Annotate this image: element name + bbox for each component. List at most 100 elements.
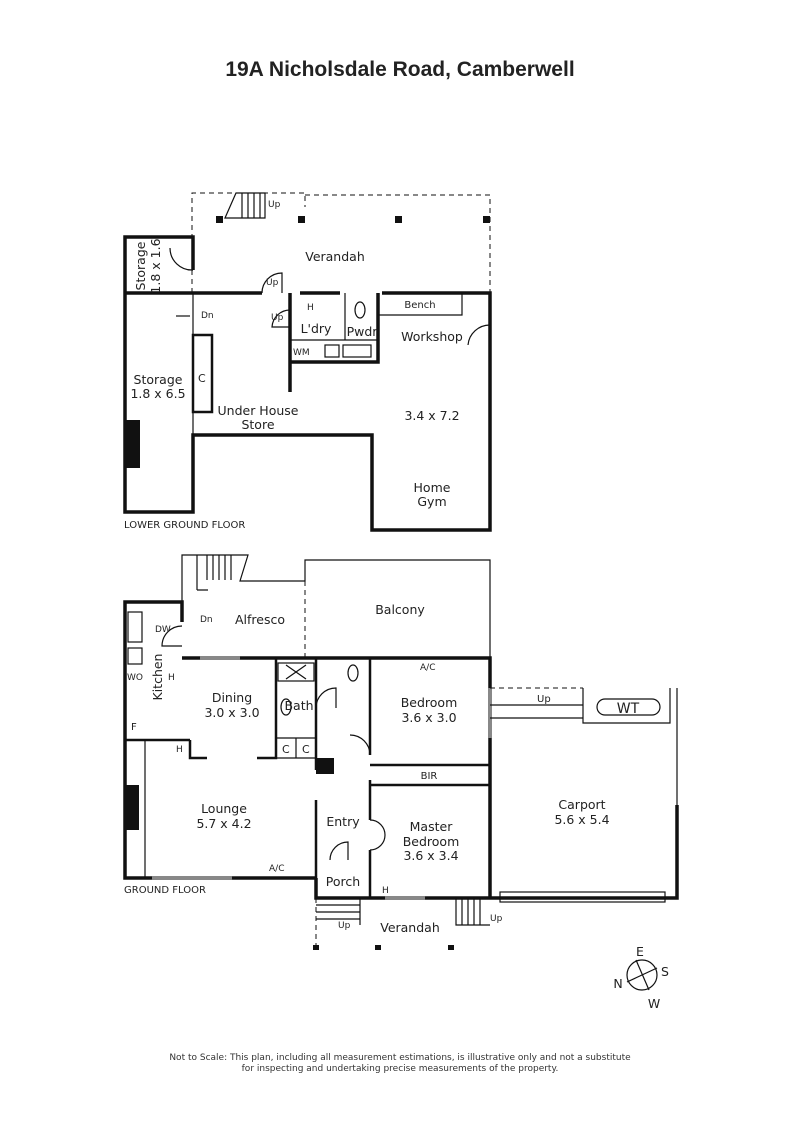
stairs-front [316, 898, 490, 926]
sink-icon [342, 344, 372, 358]
label-heater: H [307, 303, 314, 313]
door-swing [349, 734, 371, 756]
room-workshop: Workshop [401, 329, 463, 344]
lower-walls [123, 235, 492, 532]
bench: Bench [404, 300, 435, 311]
room-storage: Storage [134, 372, 183, 387]
room-storage-small: Storage [133, 241, 148, 290]
room-home-gym-2: Gym [417, 494, 446, 509]
lower-ground-floor: Verandah Storage 1.8 x 1.6 Storage 1.8 x… [123, 192, 492, 532]
door-swing [271, 309, 291, 328]
toilet-icon [347, 664, 359, 682]
room-balcony: Balcony [375, 602, 425, 617]
room-master-dims: 3.6 x 3.4 [403, 848, 458, 863]
compass-w: W [648, 996, 660, 1011]
room-bedroom: Bedroom [401, 695, 458, 710]
door-swing [329, 841, 349, 861]
label-dw: DW [155, 625, 171, 635]
label-fridge: F [131, 722, 137, 733]
room-lounge-dims: 5.7 x 4.2 [196, 816, 251, 831]
label-up: Up [266, 278, 279, 288]
room-carport-dims: 5.6 x 5.4 [554, 812, 609, 827]
post [216, 216, 223, 223]
room-porch: Porch [326, 874, 360, 889]
room-carport: Carport [558, 797, 605, 812]
room-master-bedroom: Master [410, 819, 454, 834]
label-heater: H [176, 745, 183, 755]
room-powder: Pwdr [347, 324, 379, 339]
cooktop-icon [127, 647, 143, 665]
post [448, 945, 454, 950]
stairs-ground [196, 555, 232, 591]
compass-icon: E N S W [613, 944, 669, 1011]
bathtub-icon [277, 662, 315, 682]
post [483, 216, 490, 223]
basin-icon [280, 698, 292, 716]
post [395, 216, 402, 223]
post [313, 945, 319, 950]
verandah-outline [191, 192, 491, 293]
compass-e: E [636, 944, 644, 959]
label-ac: A/C [420, 663, 435, 673]
room-dining-dims: 3.0 x 3.0 [204, 705, 259, 720]
door-swing [169, 247, 194, 271]
label-heater: H [382, 886, 389, 896]
alfresco-balcony-outline [181, 554, 491, 658]
stairs-lower [224, 192, 266, 219]
label-up: Up [271, 313, 284, 323]
room-bedroom-dims: 3.6 x 3.0 [401, 710, 456, 725]
room-home-gym: Home [414, 480, 451, 495]
washing-machine-icon [324, 344, 340, 358]
door-swing [315, 687, 337, 709]
room-master-bedroom-2: Bedroom [403, 834, 460, 849]
room-storage-dims: 1.8 x 6.5 [130, 386, 185, 401]
room-lounge: Lounge [201, 801, 247, 816]
door-swing [161, 625, 183, 647]
label-up: Up [338, 921, 351, 931]
room-laundry: L'dry [301, 321, 332, 336]
sink-icon [127, 611, 143, 643]
room-under-house-store: Under House [218, 403, 299, 418]
room-storage-small-dims: 1.8 x 1.6 [148, 238, 163, 293]
label-up: Up [537, 694, 551, 705]
water-tank-icon [596, 698, 661, 716]
room-verandah: Verandah [305, 249, 365, 264]
room-workshop-dims: 3.4 x 7.2 [404, 408, 459, 423]
fireplace [125, 420, 140, 468]
room-alfresco: Alfresco [235, 612, 285, 627]
label-wm: WM [293, 348, 310, 358]
door-swing [467, 324, 491, 346]
room-dining: Dining [212, 690, 252, 705]
door-swing [369, 819, 386, 851]
label-ac: A/C [269, 864, 284, 874]
label-wo: WO [127, 673, 143, 683]
compass-s: S [661, 964, 669, 979]
fireplace [316, 758, 334, 774]
floor-label-ground: GROUND FLOOR [124, 885, 206, 896]
cupboard [191, 333, 214, 414]
door-swing [261, 272, 283, 294]
disclaimer-line-2: for inspecting and undertaking precise m… [242, 1064, 559, 1074]
plan-title: 19A Nicholsdale Road, Camberwell [225, 58, 574, 81]
post [375, 945, 381, 950]
room-bir: BIR [421, 771, 438, 782]
disclaimer-line-1: Not to Scale: This plan, including all m… [169, 1053, 631, 1063]
room-under-house-store-2: Store [241, 417, 274, 432]
label-heater: H [168, 673, 175, 683]
carport-bench [499, 891, 666, 903]
compass-n: N [613, 976, 622, 991]
label-dn: Dn [200, 615, 213, 625]
label-cupboard: C [302, 743, 310, 756]
fireplace [125, 785, 139, 830]
label-up: Up [490, 914, 503, 924]
label-up: Up [268, 200, 281, 210]
room-entry: Entry [326, 814, 360, 829]
room-kitchen: Kitchen [150, 654, 165, 701]
room-bath: Bath [284, 698, 313, 713]
label-cupboard: C [282, 743, 290, 756]
water-tank-label: WT [617, 701, 640, 717]
post [298, 216, 305, 223]
room-verandah-front: Verandah [380, 920, 440, 935]
